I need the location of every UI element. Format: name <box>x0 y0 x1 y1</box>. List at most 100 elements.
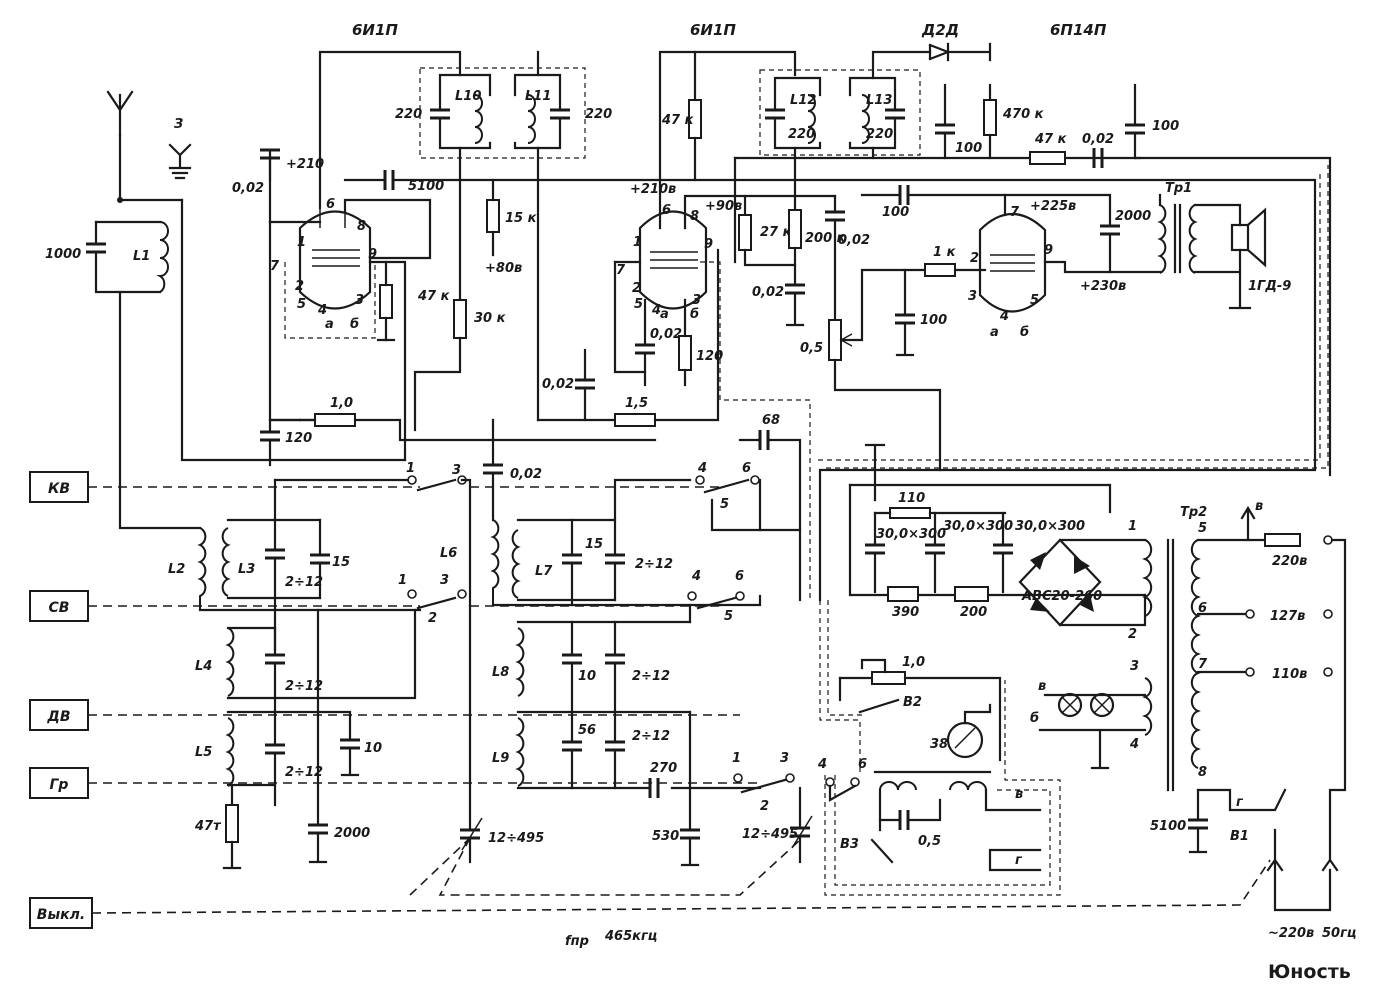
inductor-L5-label: L5 <box>195 745 212 760</box>
meter-value: 38 <box>930 737 948 752</box>
inductor-L6-label: L6 <box>440 546 457 561</box>
v2-pin5: 5 <box>634 297 643 312</box>
tr2-pin1: 1 <box>1128 519 1137 534</box>
v3-pin3: 3 <box>968 289 977 304</box>
res-15k-value: 15 к <box>505 211 538 226</box>
tr2-pin7: 7 <box>1198 657 1208 672</box>
tube-v3-type: 6П14П <box>1050 21 1107 39</box>
res-1k-value: 1 к <box>933 245 957 260</box>
svg-text:ДВ: ДВ <box>46 709 70 725</box>
tr2-pin5: 5 <box>1198 521 1207 536</box>
band-button-kv[interactable]: КВ <box>29 471 89 503</box>
cap-220-d: 220 <box>866 127 893 142</box>
res-47k-out: 47 к <box>1034 132 1068 147</box>
cap-68-value: 68 <box>762 413 780 428</box>
v2-heater-b: б <box>690 307 699 322</box>
voltage-80: +80в <box>485 261 522 276</box>
meter-terminal-g: г <box>1015 853 1023 868</box>
v2-pin7: 7 <box>616 263 626 278</box>
tr2-pin3: 3 <box>1130 659 1139 674</box>
trimmer-2-12-b: 2÷12 <box>285 679 323 694</box>
band-button-off[interactable]: Выкл. <box>29 897 93 929</box>
volume-potentiometer[interactable] <box>828 319 842 361</box>
ground-terminal-icon <box>168 143 192 180</box>
cap-002-f: 0,02 <box>838 233 870 248</box>
svg-text:КВ: КВ <box>48 481 70 497</box>
v2-pin9: 9 <box>704 237 713 252</box>
svg-text:СВ: СВ <box>49 600 70 616</box>
sw1-contact3: 3 <box>452 463 461 478</box>
ground-terminal-label: З <box>174 117 183 132</box>
cap-220-c: 220 <box>788 127 815 142</box>
v1-pin5: 5 <box>297 297 306 312</box>
tube-v2 <box>638 210 708 310</box>
sw4-contact6: 6 <box>735 569 744 584</box>
cap-120-value: 120 <box>285 431 312 446</box>
trimmer-2-12-c: 2÷12 <box>285 765 323 780</box>
cap-10b-value: 10 <box>578 669 596 684</box>
cap-100-a: 100 <box>882 205 909 220</box>
tap-127-label: 127в <box>1270 609 1305 624</box>
v3-heater-a: а <box>990 325 999 340</box>
v1-pin3: 3 <box>355 293 364 308</box>
v1-pin9: 9 <box>368 247 377 262</box>
cap-30-300-b: 30,0×300 <box>943 519 1013 534</box>
lamp-icon <box>1057 692 1083 718</box>
v1-pin7: 7 <box>270 259 280 274</box>
inductor-L10-label: L10 <box>455 89 481 104</box>
v3-voltage-225: +225в <box>1030 199 1076 214</box>
band-button-dv[interactable]: ДВ <box>29 699 89 731</box>
v1-pin1: 1 <box>297 235 306 250</box>
terminal-g-label: г <box>1236 795 1244 810</box>
lamp-terminal-b: б <box>1030 711 1039 726</box>
meter-icon <box>946 721 984 759</box>
sw6-contact4: 4 <box>817 757 827 772</box>
v1-voltage-label: +210 <box>286 157 324 172</box>
cap-220-b: 220 <box>585 107 612 122</box>
inductor-L1 <box>156 221 169 293</box>
sw3-contact5: 5 <box>720 497 729 512</box>
v2-voltage-210: +210в <box>630 182 676 197</box>
inductor-L12-label: L12 <box>790 93 816 108</box>
res-200-value: 200 <box>960 605 987 620</box>
cap-5100-ps: 5100 <box>1150 819 1186 834</box>
cap-56-value: 56 <box>578 723 596 738</box>
inductor-L11-label: L11 <box>525 89 551 104</box>
switch-v3-label: В3 <box>840 837 859 852</box>
cap-002-c: 0,02 <box>542 377 574 392</box>
tube-v3 <box>978 212 1047 313</box>
antenna-icon <box>106 90 134 137</box>
v1-pin4: 4 <box>317 303 327 318</box>
mains-frequency-label: 50гц <box>1322 926 1357 941</box>
cap-2000-value: 2000 <box>334 826 370 841</box>
res-47k-v2: 47 к <box>661 113 695 128</box>
inductor-L1-label: L1 <box>133 249 150 264</box>
meter-terminal-v: в <box>1015 787 1023 802</box>
cap-5100-value: 5100 <box>408 179 444 194</box>
speaker-icon <box>1230 207 1267 268</box>
diode-type: Д2Д <box>921 21 959 39</box>
v1-pin6: 6 <box>326 197 335 212</box>
v3-pin4: 4 <box>999 309 1009 324</box>
cap-15-value: 15 <box>332 555 350 570</box>
cap-002-e: 0,02 <box>752 285 784 300</box>
band-button-gr[interactable]: Гр <box>29 767 89 799</box>
res-110-value: 110 <box>898 491 925 506</box>
lamp-icon <box>1089 692 1115 718</box>
tr2-label: Тр2 <box>1180 505 1207 520</box>
inductor-L9-label: L9 <box>492 751 509 766</box>
v2-pin1: 1 <box>633 235 642 250</box>
v2-pin3: 3 <box>692 293 701 308</box>
switch-v1-label: В1 <box>1230 829 1249 844</box>
band-button-sv[interactable]: СВ <box>29 590 89 622</box>
mains-voltage-label: ~220в <box>1268 926 1314 941</box>
v2-voltage-90: +90в <box>705 199 742 214</box>
res-200k-value: 200 к <box>805 231 847 246</box>
v2-pin6: 6 <box>662 203 671 218</box>
v2-heater-a: а <box>660 307 669 322</box>
res-470k-value: 470 к <box>1002 107 1045 122</box>
inductor-L8-label: L8 <box>492 665 509 680</box>
trimmer-2-12-e: 2÷12 <box>632 669 670 684</box>
cap-530-value: 530 <box>652 829 679 844</box>
switch-v2-label: В2 <box>903 695 922 710</box>
